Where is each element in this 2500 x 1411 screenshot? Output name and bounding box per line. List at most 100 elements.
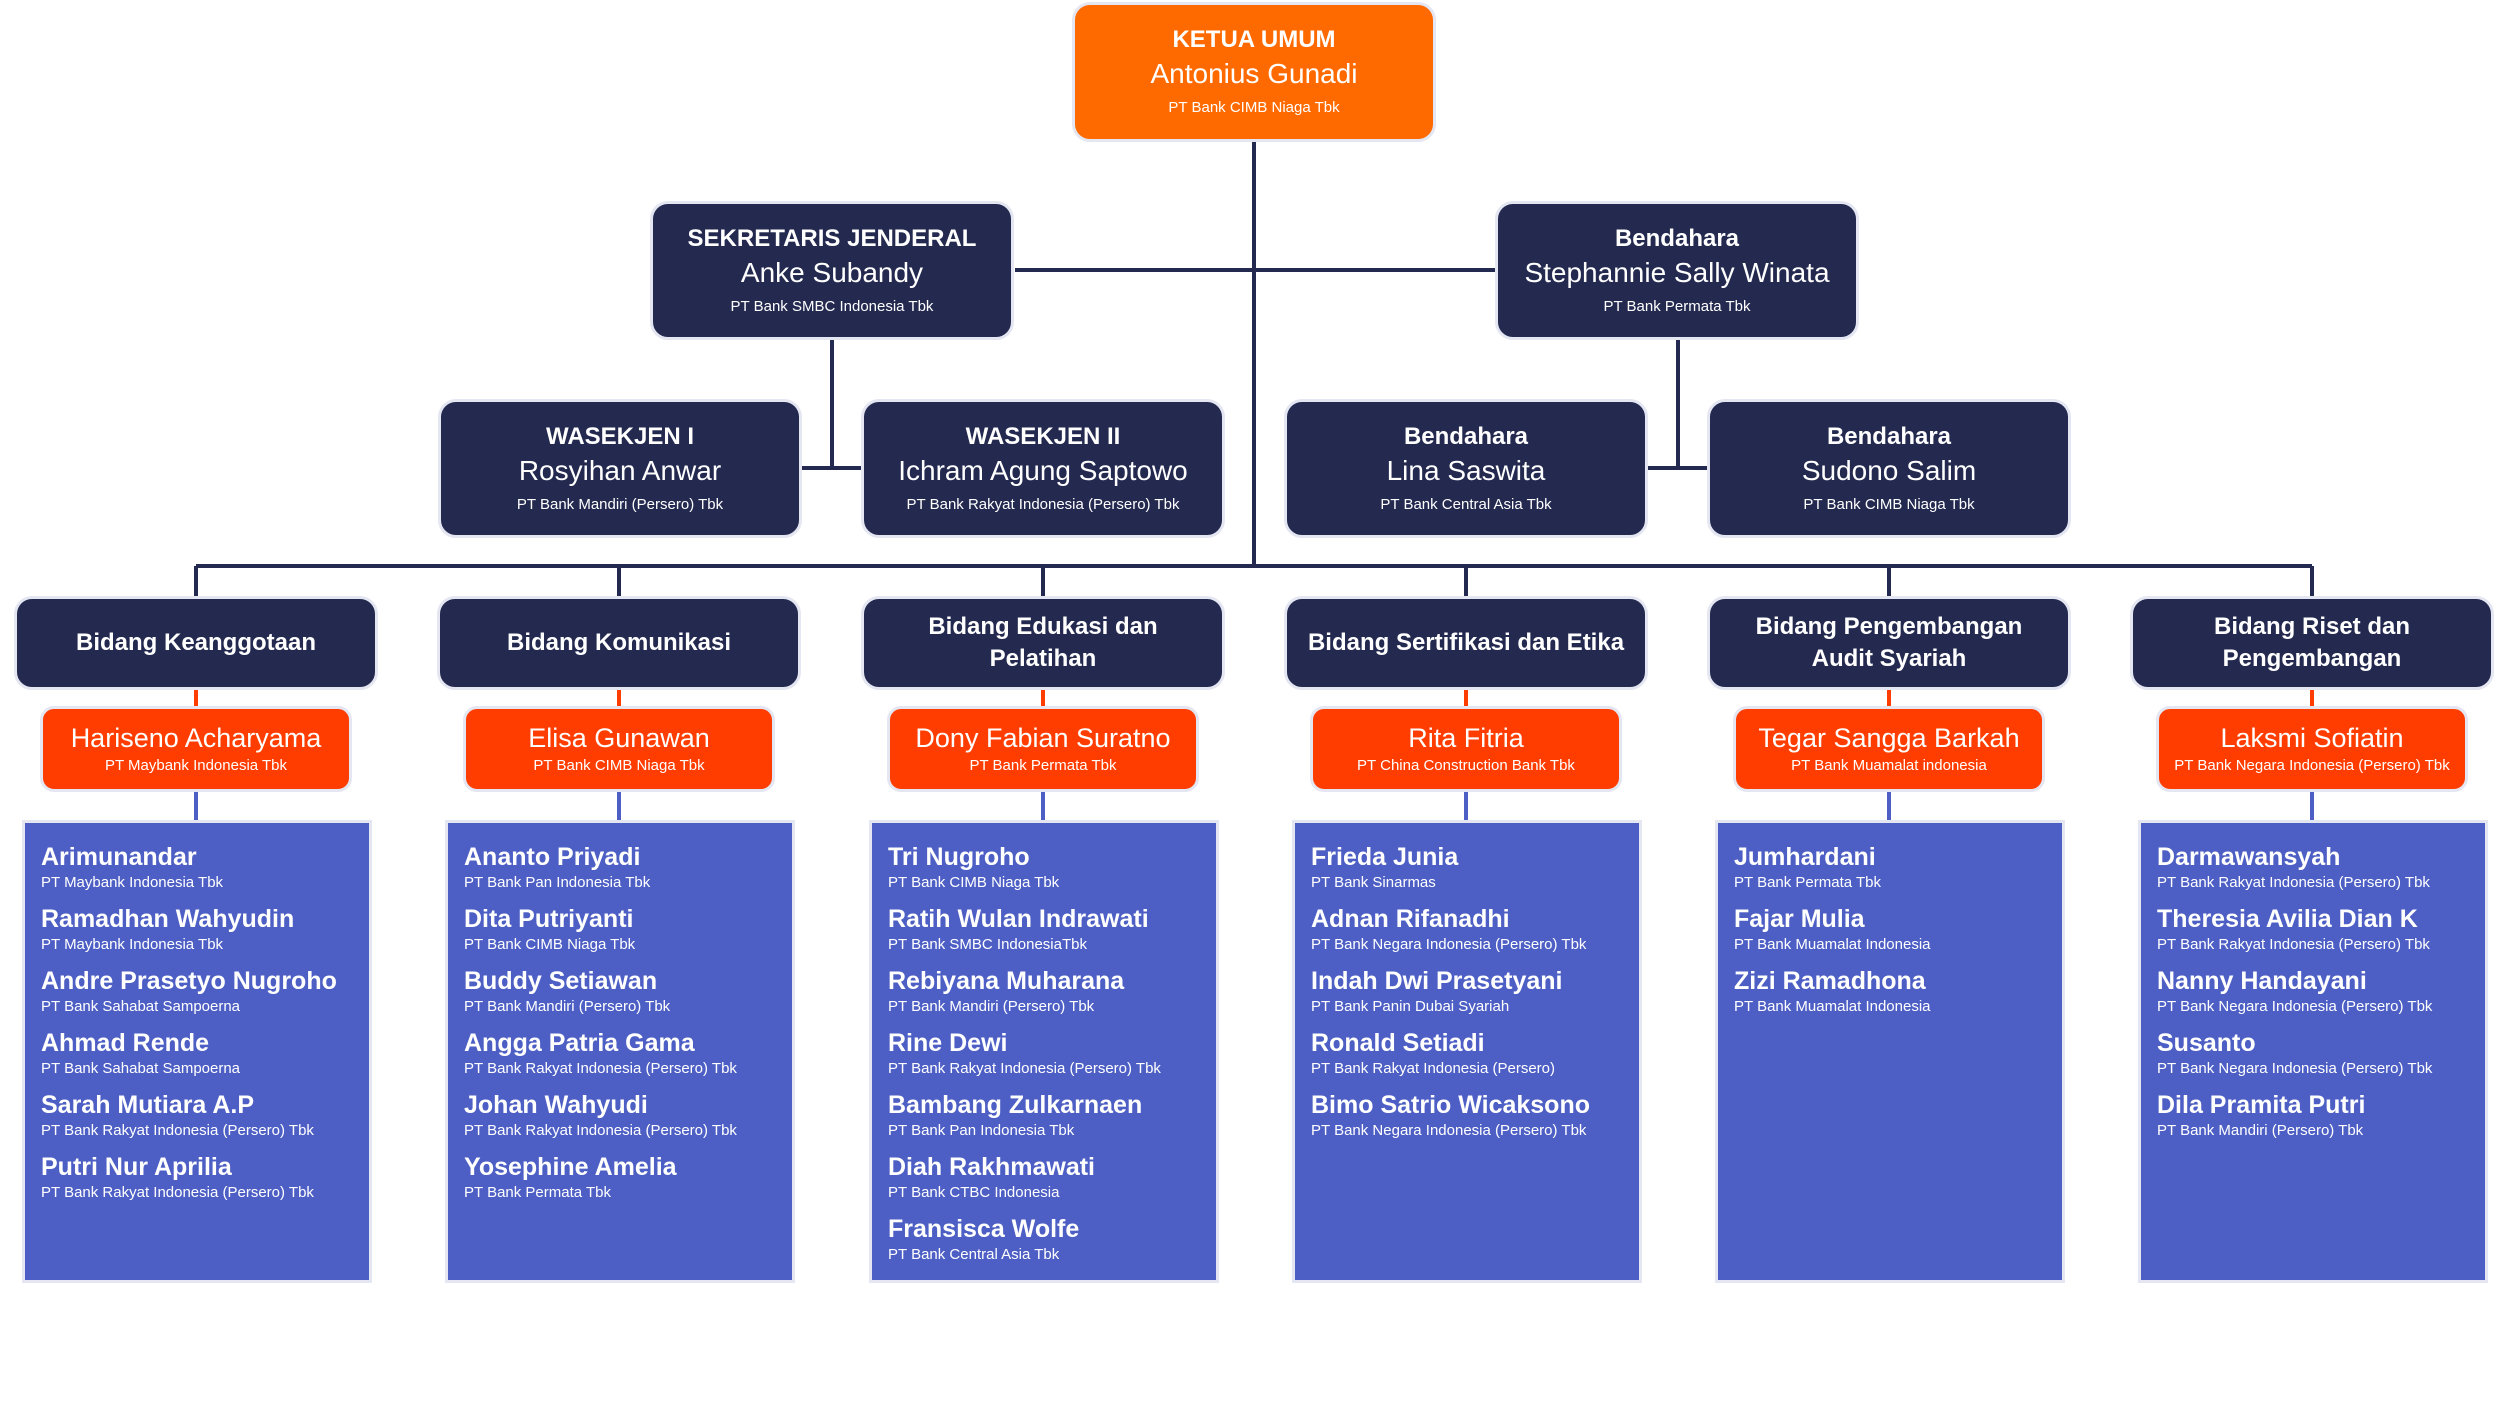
head-name: Rita Fitria bbox=[1408, 723, 1524, 753]
member-bank: PT Bank Permata Tbk bbox=[464, 1184, 612, 1201]
member-name: Dita Putriyanti bbox=[464, 905, 634, 933]
division-title: Bidang Sertifikasi dan Etika bbox=[1307, 629, 1625, 656]
member-bank: PT Bank Muamalat Indonesia bbox=[1734, 998, 1931, 1015]
member-name: Bimo Satrio Wicaksono bbox=[1311, 1091, 1590, 1119]
member-item: Yosephine Amelia PT Bank Permata Tbk bbox=[464, 1151, 774, 1203]
member-name: Ramadhan Wahyudin bbox=[41, 905, 295, 933]
role-label: Bendahara bbox=[1826, 422, 1952, 450]
member-bank: PT Maybank Indonesia Tbk bbox=[41, 874, 224, 891]
bank-name: PT Bank CIMB Niaga Tbk bbox=[1803, 495, 1975, 513]
member-bank: PT Bank CTBC Indonesia bbox=[888, 1184, 1060, 1201]
person-name: Rosyihan Anwar bbox=[518, 454, 722, 486]
member-bank: PT Bank Rakyat Indonesia (Persero) Tbk bbox=[464, 1060, 737, 1077]
bendahara-3-box: Bendahara Sudono Salim PT Bank CIMB Niag… bbox=[1707, 399, 2071, 538]
member-bank: PT Bank Rakyat Indonesia (Persero) Tbk bbox=[41, 1184, 314, 1201]
member-name: Susanto bbox=[2157, 1029, 2256, 1057]
person-name: Lina Saswita bbox=[1386, 454, 1546, 486]
division-title: Bidang Komunikasi bbox=[506, 629, 732, 656]
head-name: Tegar Sangga Barkah bbox=[1758, 723, 2020, 753]
member-bank: PT Bank Rakyat Indonesia (Persero) Tbk bbox=[464, 1122, 737, 1139]
member-item: Rebiyana Muharana PT Bank Mandiri (Perser… bbox=[888, 965, 1198, 1017]
role-label: Bendahara bbox=[1403, 422, 1529, 450]
person-name: Ichram Agung Saptowo bbox=[898, 454, 1188, 486]
member-bank: PT Bank Pan Indonesia Tbk bbox=[888, 1122, 1075, 1139]
member-item: Ahmad Rende PT Bank Sahabat Sampoerna bbox=[41, 1027, 351, 1079]
member-bank: PT Bank Rakyat Indonesia (Persero) Tbk bbox=[41, 1122, 314, 1139]
sekretaris-jenderal-box: SEKRETARIS JENDERAL Anke Subandy PT Bank… bbox=[650, 201, 1014, 340]
head-name: Dony Fabian Suratno bbox=[915, 723, 1171, 753]
member-name: Tri Nugroho bbox=[888, 843, 1030, 871]
member-bank: PT Bank Rakyat Indonesia (Persero) bbox=[1311, 1060, 1556, 1077]
member-name: Arimunandar bbox=[41, 843, 197, 871]
member-bank: PT Bank Rakyat Indonesia (Persero) Tbk bbox=[2157, 874, 2430, 891]
bank-name: PT Bank Rakyat Indonesia (Persero) Tbk bbox=[906, 495, 1180, 513]
member-bank: PT Bank Muamalat Indonesia bbox=[1734, 936, 1931, 953]
person-name: Stephannie Sally Winata bbox=[1524, 256, 1830, 288]
member-item: Ratih Wulan Indrawati PT Bank SMBC Indone… bbox=[888, 903, 1198, 955]
member-bank: PT Bank Mandiri (Persero) Tbk bbox=[888, 998, 1095, 1015]
member-item: Zizi Ramadhona PT Bank Muamalat Indonesia bbox=[1734, 965, 2044, 1017]
division-title-box: Bidang Pengembangan Audit Syariah bbox=[1707, 596, 2071, 690]
member-name: Fajar Mulia bbox=[1734, 905, 1865, 933]
member-item: Arimunandar PT Maybank Indonesia Tbk bbox=[41, 841, 351, 893]
member-bank: PT Bank CIMB Niaga Tbk bbox=[464, 936, 636, 953]
member-name: Rine Dewi bbox=[888, 1029, 1008, 1057]
member-item: Johan Wahyudi PT Bank Rakyat Indonesia (P… bbox=[464, 1089, 774, 1141]
head-bank: PT China Construction Bank Tbk bbox=[1357, 757, 1575, 774]
role-label: SEKRETARIS JENDERAL bbox=[687, 224, 977, 252]
bendahara-box: Bendahara Stephannie Sally Winata PT Ban… bbox=[1495, 201, 1859, 340]
member-name: Yosephine Amelia bbox=[464, 1153, 677, 1181]
head-bank: PT Maybank Indonesia Tbk bbox=[104, 757, 288, 774]
member-name: Sarah Mutiara A.P bbox=[41, 1091, 255, 1119]
role-label: WASEKJEN II bbox=[965, 422, 1121, 450]
bendahara-2-box: Bendahara Lina Saswita PT Bank Central A… bbox=[1284, 399, 1648, 538]
bank-name: PT Bank SMBC Indonesia Tbk bbox=[730, 297, 934, 315]
member-name: Ahmad Rende bbox=[41, 1029, 210, 1057]
division-title: Bidang Keanggotaan bbox=[75, 629, 316, 656]
member-name: Johan Wahyudi bbox=[464, 1091, 648, 1119]
member-bank: PT Bank Central Asia Tbk bbox=[888, 1246, 1060, 1263]
member-bank: PT Bank SMBC IndonesiaTbk bbox=[888, 936, 1087, 953]
division-title-box: Bidang Edukasi dan Pelatihan bbox=[861, 596, 1225, 690]
wasekjen-2-box: WASEKJEN II Ichram Agung Saptowo PT Bank… bbox=[861, 399, 1225, 538]
member-bank: PT Bank Negara Indonesia (Persero) Tbk bbox=[1311, 936, 1587, 953]
member-bank: PT Bank Sinarmas bbox=[1311, 874, 1436, 891]
role-label: Bendahara bbox=[1614, 224, 1740, 252]
member-name: Ratih Wulan Indrawati bbox=[888, 905, 1149, 933]
member-name: Bambang Zulkarnaen bbox=[888, 1091, 1143, 1119]
member-bank: PT Bank Mandiri (Persero) Tbk bbox=[464, 998, 671, 1015]
member-name: Rebiyana Muharana bbox=[888, 967, 1125, 995]
member-bank: PT Bank Sahabat Sampoerna bbox=[41, 1060, 241, 1077]
head-name: Laksmi Sofiatin bbox=[2220, 723, 2404, 753]
member-item: Bambang Zulkarnaen PT Bank Pan Indonesia … bbox=[888, 1089, 1198, 1141]
division-head-box: Hariseno Acharyama PT Maybank Indonesia T… bbox=[40, 706, 352, 792]
bank-name: PT Bank Permata Tbk bbox=[1603, 297, 1751, 315]
member-name: Jumhardani bbox=[1734, 843, 1876, 871]
member-bank: PT Bank Panin Dubai Syariah bbox=[1311, 998, 1510, 1015]
wasekjen-1-box: WASEKJEN I Rosyihan Anwar PT Bank Mandir… bbox=[438, 399, 802, 538]
member-name: Andre Prasetyo Nugroho bbox=[41, 967, 337, 995]
head-bank: PT Bank Negara Indonesia (Persero) Tbk bbox=[2174, 757, 2450, 774]
head-name: Hariseno Acharyama bbox=[70, 723, 322, 753]
member-name: Zizi Ramadhona bbox=[1734, 967, 1926, 995]
member-name: Nanny Handayani bbox=[2157, 967, 2367, 995]
member-name: Buddy Setiawan bbox=[464, 967, 658, 995]
